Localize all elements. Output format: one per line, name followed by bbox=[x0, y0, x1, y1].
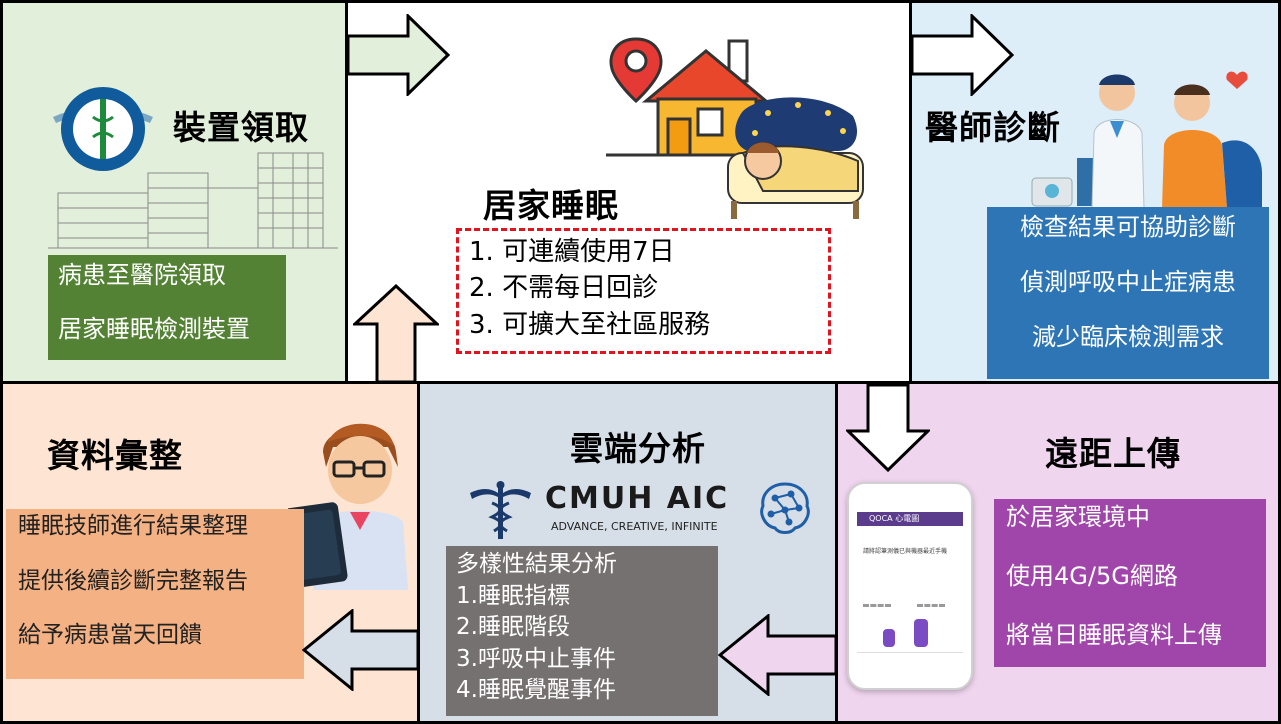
device-line: 病患至醫院領取 bbox=[58, 261, 226, 289]
cloud-analysis-box: 多樣性結果分析 1.睡眠指標 2.睡眠階段 3.呼吸中止事件 4.睡眠覺醒事件 bbox=[446, 546, 718, 716]
technician-icon bbox=[288, 412, 417, 590]
home-title: 居家睡眠 bbox=[483, 186, 619, 225]
flow-arrow-icon bbox=[346, 14, 452, 96]
doctor-title: 醫師診斷 bbox=[925, 108, 1061, 147]
data-compile-panel: 資料彙整 睡眠技師進行結果整理 提供後續診斷完整報告 給予病患當天回饋 bbox=[0, 381, 420, 724]
doctor-description-box: 檢查結果可協助診斷 偵測呼吸中止症病患 減少臨床檢測需求 bbox=[987, 207, 1269, 379]
cloud-brand: CMUH AIC bbox=[545, 481, 730, 516]
brain-network-icon bbox=[757, 480, 813, 536]
device-pickup-panel: 裝置領取 病患至醫院領取 居家睡眠檢測裝置 bbox=[0, 0, 348, 384]
upload-line: 將當日睡眠資料上傳 bbox=[1006, 620, 1222, 649]
data-line: 睡眠技師進行結果整理 bbox=[18, 513, 248, 539]
flow-arrow-icon bbox=[846, 383, 930, 473]
doctor-line: 檢查結果可協助診斷 bbox=[1020, 213, 1236, 241]
flow-arrow-icon bbox=[353, 284, 439, 384]
data-line: 提供後續診斷完整報告 bbox=[18, 567, 248, 594]
cloud-line: 3.呼吸中止事件 bbox=[456, 645, 616, 672]
doctor-line: 偵測呼吸中止症病患 bbox=[1020, 267, 1236, 296]
doctor-diagnosis-panel: 醫師診斷 檢查結果可協助診斷 偵測呼吸中止症病患 減少臨床檢測需求 bbox=[909, 0, 1281, 384]
doctor-line: 減少臨床檢測需求 bbox=[1032, 322, 1224, 351]
flow-arrow-icon bbox=[718, 614, 838, 696]
hospital-building-icon bbox=[48, 143, 338, 253]
phone-text: 請將認筆測儀已與機器最近手機 bbox=[863, 548, 948, 555]
home-benefit-item: 1. 可連續使用7日 bbox=[469, 237, 675, 267]
caduceus-icon bbox=[468, 481, 533, 541]
upload-line: 於居家環境中 bbox=[1006, 503, 1150, 531]
upload-line: 使用4G/5G網路 bbox=[1006, 561, 1178, 590]
phone-app-icon: QOCA 心電圖 請將認筆測儀已與機器最近手機 bbox=[847, 482, 973, 690]
cloud-tagline: ADVANCE, CREATIVE, INFINITE bbox=[551, 520, 718, 533]
cloud-line: 2.睡眠階段 bbox=[456, 614, 570, 640]
hospital-logo-icon bbox=[48, 77, 158, 177]
cloud-line: 4.睡眠覺醒事件 bbox=[456, 677, 616, 703]
cloud-title: 雲端分析 bbox=[570, 429, 706, 468]
device-line: 居家睡眠檢測裝置 bbox=[58, 314, 250, 343]
doctor-patient-icon bbox=[1022, 63, 1267, 208]
home-benefit-item: 2. 不需每日回診 bbox=[469, 273, 659, 304]
house-location-icon bbox=[606, 31, 786, 161]
sleeping-child-icon bbox=[723, 91, 868, 221]
device-title: 裝置領取 bbox=[173, 108, 309, 147]
device-description-box: 病患至醫院領取 居家睡眠檢測裝置 bbox=[48, 255, 286, 360]
phone-header: QOCA 心電圖 bbox=[869, 514, 920, 523]
cloud-analysis-panel: 雲端分析 CMUH AIC ADVANCE, CREATIVE, INFINIT… bbox=[417, 381, 838, 724]
cloud-line: 多樣性結果分析 bbox=[456, 551, 617, 577]
home-benefits-list: 1. 可連續使用7日 2. 不需每日回診 3. 可擴大至社區服務 bbox=[456, 228, 831, 354]
flow-arrow-icon bbox=[910, 14, 1016, 96]
upload-description-box: 於居家環境中 使用4G/5G網路 將當日睡眠資料上傳 bbox=[994, 499, 1266, 667]
cloud-line: 1.睡眠指標 bbox=[456, 582, 570, 609]
data-title: 資料彙整 bbox=[47, 436, 183, 475]
home-sleep-panel: 居家睡眠 1. 可連續使用7日 2. 不需每日回診 3. 可擴大至社區服務 bbox=[345, 0, 912, 384]
flow-arrow-icon bbox=[302, 609, 420, 691]
data-line: 給予病患當天回饋 bbox=[18, 622, 202, 649]
data-description-box: 睡眠技師進行結果整理 提供後續診斷完整報告 給予病患當天回饋 bbox=[6, 509, 304, 679]
home-benefit-item: 3. 可擴大至社區服務 bbox=[469, 309, 711, 340]
upload-title: 遠距上傳 bbox=[1045, 434, 1181, 473]
